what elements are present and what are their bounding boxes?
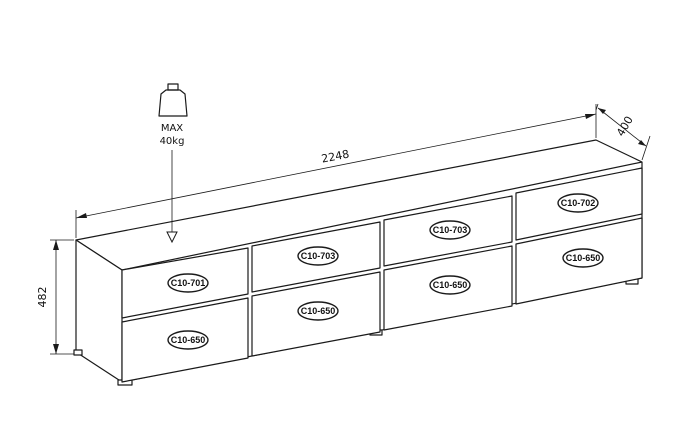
part-label: C10-702 (561, 198, 596, 208)
height-dimension: 482 (36, 239, 74, 355)
part-label-oval (167, 273, 209, 293)
load-arrow-head (166, 231, 178, 244)
part-label-oval (429, 220, 471, 240)
part-label: C10-650 (301, 306, 336, 316)
drawer-part-labels: C10-701 C10-703 C10-703 C10-702 C10-650 … (167, 193, 604, 350)
part-label-oval (297, 246, 339, 266)
max-load-value: 40kg (160, 136, 185, 147)
part-label: C10-703 (433, 225, 468, 235)
max-load-indicator: MAX 40kg (158, 83, 188, 244)
part-label-oval (562, 248, 604, 268)
part-label: C10-650 (566, 253, 601, 263)
part-label: C10-703 (301, 251, 336, 261)
part-label: C10-650 (171, 335, 206, 345)
max-load-label: MAX (161, 123, 183, 134)
part-label-oval (297, 301, 339, 321)
width-dimension-label: 2248 (320, 148, 350, 166)
width-dimension: 2248 (75, 104, 597, 238)
height-dimension-label: 482 (36, 287, 49, 308)
part-label-oval (557, 193, 599, 213)
part-label: C10-650 (433, 280, 468, 290)
part-label-oval (429, 275, 471, 295)
part-label-oval (167, 330, 209, 350)
part-label: C10-701 (171, 278, 206, 288)
weight-icon (158, 83, 188, 117)
cabinet-foot (73, 349, 83, 356)
